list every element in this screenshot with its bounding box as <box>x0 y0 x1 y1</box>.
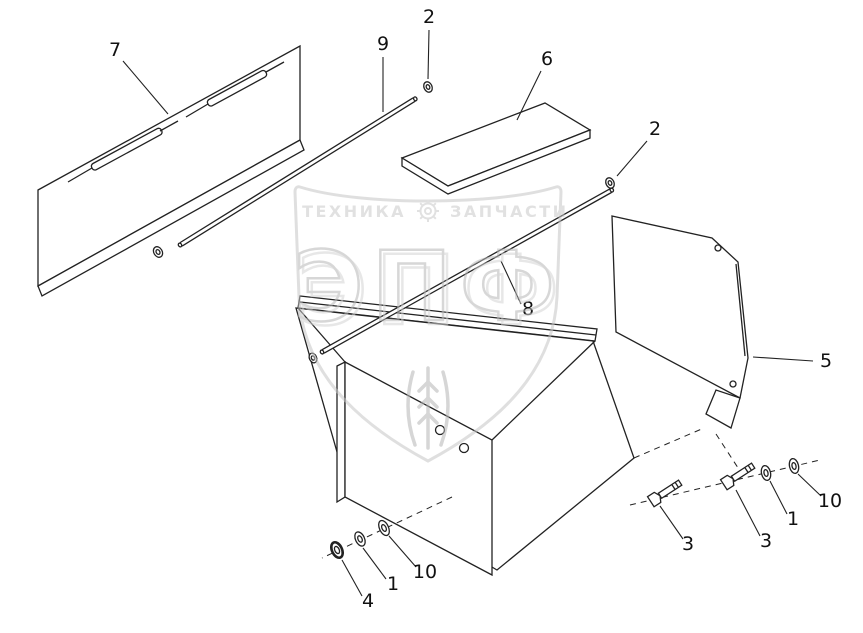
hinge-pin-shaft <box>159 120 179 132</box>
callout-8: 8 <box>522 298 534 320</box>
callout-1-right: 1 <box>787 508 799 530</box>
callout-3-right: 3 <box>760 530 772 552</box>
panel-5-fold-line <box>735 263 746 357</box>
callout-9: 9 <box>377 33 389 55</box>
watermark-big-text-shadow: ЭПФ <box>297 235 567 347</box>
gear-icon <box>417 200 439 222</box>
hinge-pin-shaft <box>185 103 209 118</box>
tie-rod-8 <box>319 187 615 355</box>
watermark-brand-left: ТЕХНИКА <box>302 202 406 221</box>
panel-5-flange <box>705 389 741 429</box>
watermark-brand-right: ЗАПЧАСТИ <box>450 202 569 221</box>
panel-7-bottom-flange <box>37 139 305 297</box>
callout-10-left: 10 <box>413 561 437 583</box>
panel-6-thickness <box>401 129 591 195</box>
bolt-shaft <box>657 479 683 500</box>
nut-4 <box>329 540 345 560</box>
callout-4: 4 <box>362 590 374 612</box>
bolt-head <box>646 491 662 508</box>
hinge-pin-shaft <box>265 61 285 73</box>
hinge-pin-sleeve <box>206 69 268 107</box>
callout-5: 5 <box>820 350 832 372</box>
washer-1-right <box>760 464 772 482</box>
washer-ring-2-right <box>605 177 615 189</box>
left-panel-face <box>344 360 493 577</box>
callout-6: 6 <box>541 48 553 70</box>
watermark: ТЕХНИКА ЗАПЧАСТИ ЭПФ ЭПФ <box>292 185 569 463</box>
bolt-3-left <box>646 479 683 508</box>
rod-hole <box>458 442 470 454</box>
watermark-big-text: ЭПФ <box>293 231 563 343</box>
tie-rod-9 <box>177 96 418 248</box>
lock-washer-10-left <box>378 519 390 537</box>
callout-labels: 7 9 2 6 2 8 5 3 3 1 10 4 1 10 <box>109 6 842 612</box>
wheat-sheaf-logo-icon <box>406 366 450 450</box>
bolt-3-right <box>719 462 756 491</box>
callout-leader-lines <box>122 29 822 597</box>
left-panel-flange <box>336 360 346 504</box>
panel-7-rear-shield <box>37 44 305 297</box>
callout-7: 7 <box>109 39 121 61</box>
bolt-head <box>719 474 735 491</box>
callout-2-top: 2 <box>423 6 435 28</box>
bolt-hole <box>729 380 737 388</box>
side-panel-5 <box>611 215 749 429</box>
washer-1-left <box>354 531 366 547</box>
callout-3-left: 3 <box>682 533 694 555</box>
top-cover-panel-6 <box>400 102 592 195</box>
panel-5-face <box>611 215 749 399</box>
callout-2-right: 2 <box>649 118 661 140</box>
washer-ring-2-upper <box>423 81 433 93</box>
callout-1-left: 1 <box>387 573 399 595</box>
lock-washer-10-right <box>788 457 800 475</box>
callout-10-right: 10 <box>818 490 842 512</box>
washer-ring-icon <box>152 246 164 258</box>
bolt-hole <box>714 244 722 252</box>
bolt-shaft <box>730 462 756 483</box>
hinge-pin-shaft <box>67 167 93 183</box>
